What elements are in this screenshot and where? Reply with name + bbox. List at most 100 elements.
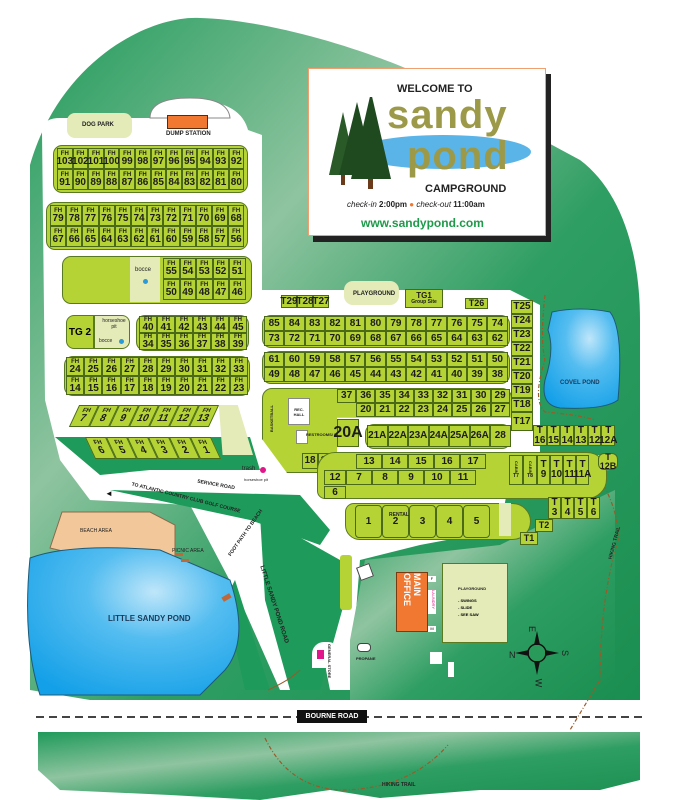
campsite[interactable]: 29 bbox=[490, 389, 510, 403]
campsite[interactable]: 33 bbox=[413, 389, 433, 403]
campsite[interactable]: 24 bbox=[432, 403, 453, 417]
campsite[interactable]: 60 bbox=[284, 352, 305, 367]
campsite[interactable]: 27 bbox=[490, 403, 510, 417]
campsite[interactable]: 22 bbox=[394, 403, 414, 417]
campsite[interactable]: 22A bbox=[387, 425, 408, 447]
campsite[interactable]: 57 bbox=[345, 352, 366, 367]
campsite[interactable]: 70 bbox=[324, 331, 346, 346]
website-link[interactable]: www.sandypond.com bbox=[361, 216, 484, 230]
campsite[interactable]: 69 bbox=[345, 331, 366, 346]
campsite[interactable]: 74 bbox=[487, 316, 508, 331]
campsite[interactable]: 75 bbox=[466, 316, 488, 331]
campsite[interactable]: 48 bbox=[284, 367, 305, 382]
campsite[interactable]: 9 bbox=[398, 470, 424, 485]
campsite[interactable]: 34 bbox=[394, 389, 414, 403]
campsite[interactable]: 68 bbox=[365, 331, 386, 346]
campsite[interactable]: 17 bbox=[460, 454, 486, 469]
campsite[interactable]: 53 bbox=[426, 352, 447, 367]
campsite[interactable]: T24 bbox=[511, 314, 533, 328]
campsite[interactable]: 82 bbox=[324, 316, 346, 331]
campsite[interactable]: 63 bbox=[466, 331, 488, 346]
campsite[interactable]: 39 bbox=[466, 367, 488, 382]
campsite[interactable]: 58 bbox=[324, 352, 346, 367]
campsite[interactable]: 23 bbox=[413, 403, 433, 417]
campsite[interactable]: 18 bbox=[302, 453, 318, 469]
campsite[interactable]: 13 bbox=[356, 454, 382, 469]
campsite[interactable]: 56 bbox=[365, 352, 386, 367]
campsite[interactable]: 47 bbox=[304, 367, 325, 382]
campsite[interactable]: 72 bbox=[284, 331, 305, 346]
campsite[interactable]: 7 bbox=[346, 470, 372, 485]
campsite[interactable]: 28 bbox=[490, 425, 511, 447]
campsite[interactable]: 20 bbox=[356, 403, 376, 417]
general-store[interactable]: GENERAL STORE bbox=[312, 642, 340, 678]
campsite[interactable]: 38 bbox=[487, 367, 508, 382]
rec-hall[interactable]: REC. HALL bbox=[288, 398, 310, 425]
campsite[interactable]: 84 bbox=[284, 316, 305, 331]
campsite[interactable]: 65 bbox=[426, 331, 447, 346]
campsite[interactable]: T17 bbox=[511, 412, 533, 431]
campsite[interactable]: 25 bbox=[452, 403, 472, 417]
campsite[interactable]: 15 bbox=[408, 454, 434, 469]
campsite[interactable]: 46 bbox=[324, 367, 346, 382]
campsite[interactable]: 52 bbox=[446, 352, 467, 367]
campsite[interactable]: 24A bbox=[428, 425, 449, 447]
campsite[interactable]: 61 bbox=[264, 352, 285, 367]
campsite[interactable]: T27 bbox=[312, 295, 330, 308]
campsite[interactable]: 67 bbox=[385, 331, 407, 346]
campsite[interactable]: 23A bbox=[408, 425, 429, 447]
campsite[interactable]: T22 bbox=[511, 342, 533, 356]
